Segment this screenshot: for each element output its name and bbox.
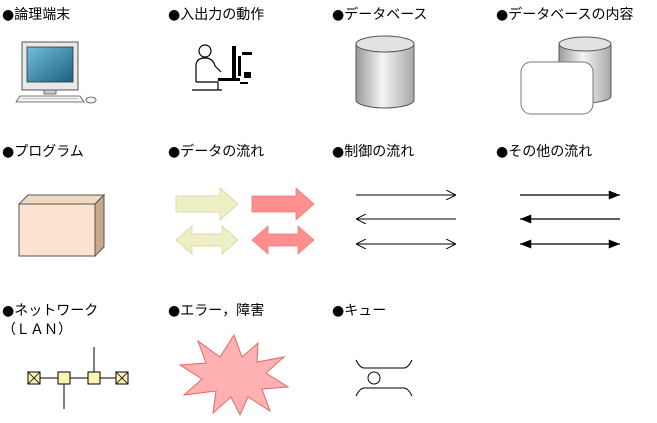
legend-label-network-lan: （ＬＡＮ） xyxy=(2,322,72,338)
legend-label-control-flow: ●制御の流れ xyxy=(332,144,415,160)
queue-icon xyxy=(355,359,413,397)
error-burst-icon xyxy=(178,333,290,417)
other-flow-arrows-icon xyxy=(520,190,620,249)
database-contents-icon xyxy=(520,36,612,115)
legend-label-error: ●エラー，障害 xyxy=(168,303,265,319)
legend-label-database-contents: ●データベースの内容 xyxy=(496,7,634,23)
legend-label-data-flow: ●データの流れ xyxy=(168,144,265,160)
database-cylinder-icon xyxy=(355,35,415,109)
lan-network-icon xyxy=(27,347,129,409)
legend-label-other-flow: ●その他の流れ xyxy=(496,144,593,160)
legend-label-program: ●プログラム xyxy=(2,144,84,160)
legend-label-database: ●データベース xyxy=(332,7,428,23)
person-at-computer-icon xyxy=(192,44,252,91)
program-box-icon xyxy=(17,193,106,258)
data-flow-arrows-icon xyxy=(175,187,315,255)
control-flow-arrows-icon xyxy=(356,186,456,250)
legend-label-queue: ●キュー xyxy=(332,303,387,319)
legend-label-terminal: ●論理端末 xyxy=(2,7,71,23)
legend-label-network: ●ネットワーク xyxy=(2,303,99,319)
computer-terminal-icon xyxy=(15,41,97,104)
legend-label-io-operation: ●入出力の動作 xyxy=(168,7,265,23)
